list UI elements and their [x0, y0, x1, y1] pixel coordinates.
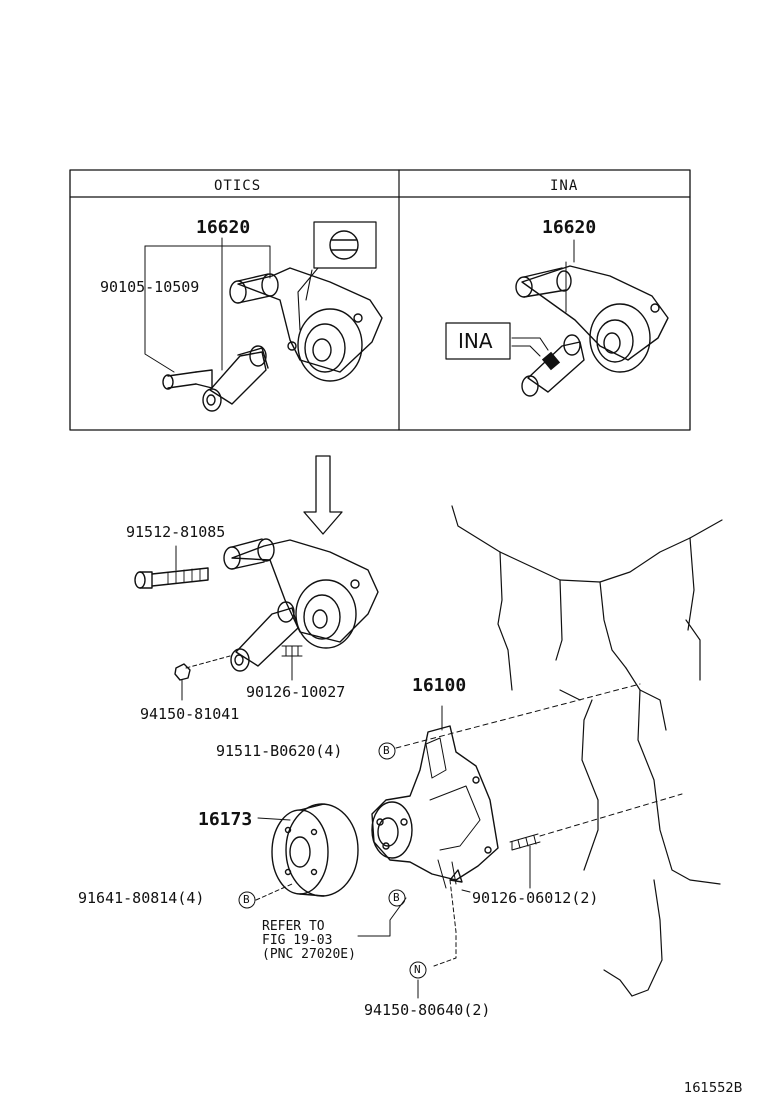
label-91641-80814: 91641-80814(4)	[78, 889, 205, 907]
engine-block-outline	[451, 505, 723, 997]
figure-id: 161552B	[684, 1081, 743, 1096]
col-head-otics: OTICS	[214, 178, 262, 194]
pulley-drawing	[271, 803, 359, 897]
variant-table	[69, 169, 691, 431]
leader-lines	[255, 683, 683, 999]
pump-stud-drawing	[509, 833, 541, 851]
label-16100: 16100	[412, 675, 467, 696]
main-tensioner-drawing	[134, 538, 379, 701]
refer-line-2: FIG 19-03	[262, 933, 333, 948]
label-91512-81085: 91512-81085	[126, 523, 226, 541]
refer-line-1: REFER TO	[262, 919, 325, 934]
otics-tensioner-drawing	[144, 221, 383, 412]
callout-b-1: B	[383, 744, 390, 757]
callout-b-3: B	[393, 891, 400, 904]
label-91511-B0620: 91511-B0620(4)	[216, 742, 343, 760]
ina-tensioner-drawing	[445, 239, 669, 397]
label-ina-16620: 16620	[542, 217, 597, 238]
water-pump-drawing	[371, 725, 499, 889]
col-head-ina: INA	[550, 178, 579, 194]
ina-tag-label: INA	[458, 329, 493, 353]
callout-b-2: B	[243, 893, 250, 906]
callout-circles	[238, 742, 427, 979]
label-94150-80640: 94150-80640(2)	[364, 1001, 491, 1019]
label-90126-06012: 90126-06012(2)	[472, 889, 599, 907]
label-16173: 16173	[198, 809, 253, 830]
down-arrow	[303, 455, 343, 535]
callout-n-1: N	[414, 963, 421, 976]
label-otics-16620: 16620	[196, 217, 251, 238]
label-90105-10509: 90105-10509	[100, 278, 200, 296]
refer-line-3: (PNC 27020E)	[262, 947, 356, 962]
label-90126-10027: 90126-10027	[246, 683, 346, 701]
label-94150-81041: 94150-81041	[140, 705, 240, 723]
